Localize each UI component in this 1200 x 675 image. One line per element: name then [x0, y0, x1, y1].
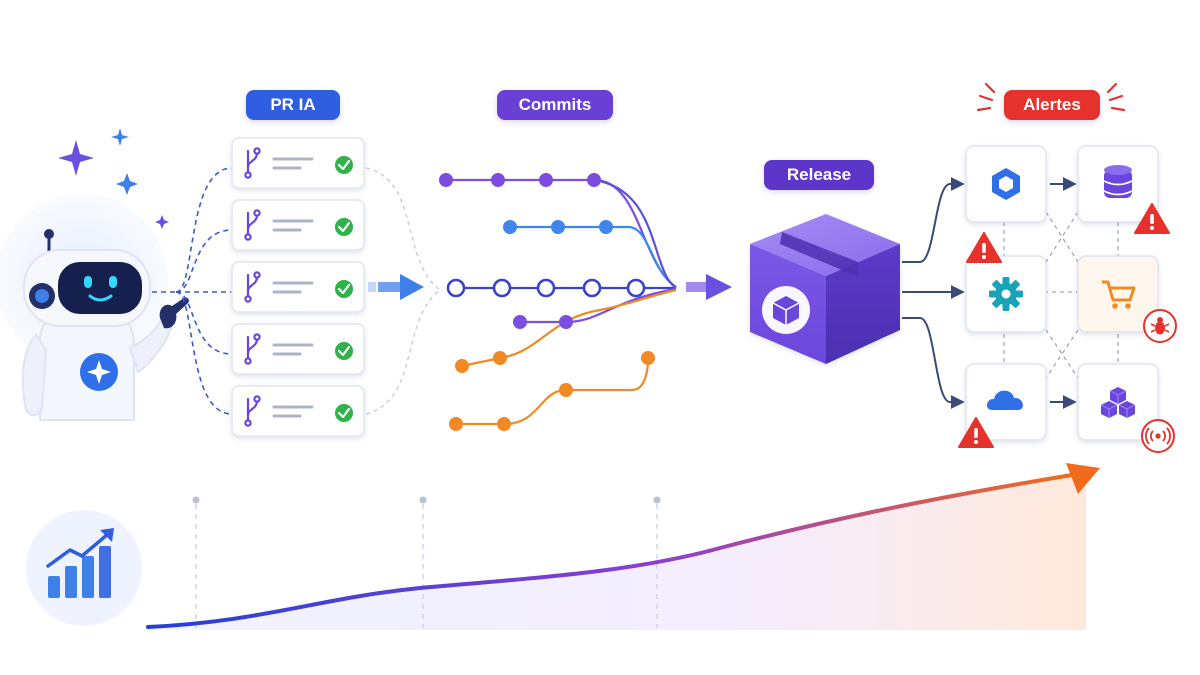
alert-rays — [976, 82, 1126, 112]
check-circle-icon — [335, 342, 353, 360]
commit-node — [559, 315, 573, 329]
commit-node — [641, 351, 655, 365]
git-branch-icon — [244, 395, 261, 427]
commit-nodes — [439, 173, 655, 431]
commit-node — [513, 315, 527, 329]
pr-ia-label: PR IA — [246, 90, 340, 120]
pr-text-lines — [272, 157, 314, 170]
commit-node — [599, 220, 613, 234]
commit-node — [492, 278, 512, 298]
warning-triangle-icon — [1134, 203, 1170, 234]
service-card — [1077, 255, 1159, 333]
commit-node — [587, 173, 601, 187]
sparkle-icon — [58, 128, 169, 229]
cloud-icon — [986, 390, 1023, 410]
commit-node — [582, 278, 602, 298]
cart-icon — [1102, 280, 1136, 309]
service-grid — [958, 145, 1177, 453]
bug-icon — [1143, 309, 1177, 343]
pull-request-card — [231, 323, 365, 375]
trend-line — [146, 473, 1074, 629]
git-branch-icon — [244, 147, 261, 179]
git-branch-icon — [244, 271, 261, 303]
service-card — [965, 255, 1047, 333]
cubes-icon — [1100, 387, 1136, 418]
commit-node — [551, 220, 565, 234]
commit-node — [439, 173, 453, 187]
package-box-icon — [750, 214, 900, 364]
gear-icon — [989, 277, 1023, 311]
git-branch-icon — [244, 333, 261, 365]
release-label: Release — [764, 160, 874, 190]
commit-node — [626, 278, 646, 298]
pull-request-list — [231, 137, 365, 437]
database-icon — [1103, 165, 1133, 198]
signal-icon — [1141, 419, 1175, 453]
warning-triangle-icon — [958, 417, 994, 448]
pull-request-card — [231, 385, 365, 437]
pr-text-lines — [272, 405, 314, 418]
service-card — [1077, 363, 1159, 441]
commit-node — [539, 173, 553, 187]
alertes-label: Alertes — [1004, 90, 1100, 120]
pull-request-card — [231, 261, 365, 313]
service-card — [965, 145, 1047, 223]
trend-area — [146, 463, 1100, 630]
check-circle-icon — [335, 280, 353, 298]
service-dependency-lines — [1003, 211, 1119, 379]
git-branch-icon — [244, 209, 261, 241]
pr-text-lines — [272, 281, 314, 294]
pull-request-card — [231, 199, 365, 251]
service-card — [965, 363, 1047, 441]
commit-node — [503, 220, 517, 234]
check-circle-icon — [335, 404, 353, 422]
hexagon-icon — [992, 168, 1020, 200]
release-to-services-connectors — [902, 177, 965, 409]
robot-assistant — [0, 128, 189, 421]
commit-node — [491, 173, 505, 187]
pr-to-commits-connectors — [365, 167, 441, 415]
flow-arrow-to-release — [686, 274, 732, 300]
commit-node — [446, 278, 466, 298]
commit-node — [497, 417, 511, 431]
commit-node — [559, 383, 573, 397]
trend-guides — [195, 504, 658, 628]
flow-arrow-to-commits — [368, 274, 424, 300]
commit-node — [493, 351, 507, 365]
service-card — [1077, 145, 1159, 223]
pr-text-lines — [272, 219, 314, 232]
pull-request-card — [231, 137, 365, 189]
commit-node — [455, 359, 469, 373]
pr-text-lines — [272, 343, 314, 356]
commit-node — [449, 417, 463, 431]
service-arrows — [1050, 177, 1077, 409]
growth-chart-icon — [26, 510, 142, 626]
warning-triangle-icon — [966, 232, 1002, 263]
trend-arrowhead — [1066, 463, 1100, 494]
check-circle-icon — [335, 156, 353, 174]
robot-to-pr-connectors — [152, 167, 233, 415]
check-circle-icon — [335, 218, 353, 236]
commit-node — [536, 278, 556, 298]
commits-label: Commits — [497, 90, 613, 120]
